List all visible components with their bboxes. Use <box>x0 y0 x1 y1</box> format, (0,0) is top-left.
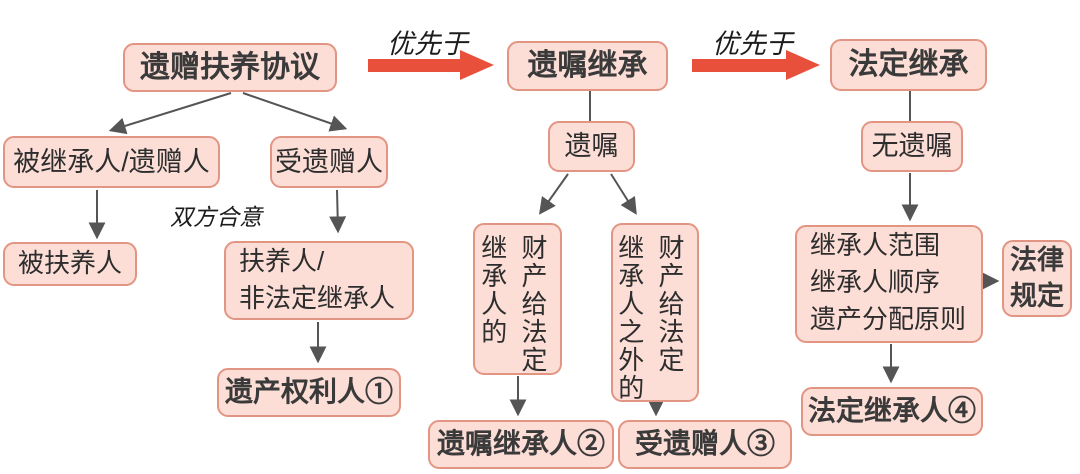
caretaker-line-1: 扶养人/ <box>239 246 325 276</box>
node-statutory-succession: 法定继承 <box>830 39 987 91</box>
node-legatee: 受遗赠人 <box>270 136 388 188</box>
arrow-agreement-to-decedent <box>108 92 232 135</box>
priority-label-1: 优先于 <box>387 29 468 59</box>
node-estate-rights-holder-1: 遗产权利人① <box>217 368 401 417</box>
vtext-column-2: 继承人的 <box>477 234 508 346</box>
rules-line-1: 继承人范围 <box>810 230 941 260</box>
node-testamentary-succession: 遗嘱继承 <box>507 41 668 91</box>
mutual-consent-label: 双方合意 <box>170 204 262 230</box>
arrow-will-to-non-legal-heirs-box <box>610 173 637 215</box>
vtext-column-1: 财产给法定 <box>518 234 548 374</box>
rules-line-3: 遗产分配原则 <box>810 303 967 334</box>
caretaker-line-2: 非法定继承人 <box>239 282 396 313</box>
priority-label-2: 优先于 <box>712 29 793 59</box>
node-dependent: 被扶养人 <box>3 242 137 286</box>
arrow-legatee-to-caretaker <box>329 189 347 234</box>
node-caretaker-non-statutory-heir: 扶养人/ 非法定继承人 <box>224 241 414 320</box>
node-will-heir-2: 遗嘱继承人② <box>428 420 614 469</box>
node-property-to-non-legal-heirs: 财产给法定 继承人之外的 <box>611 223 699 402</box>
node-property-to-legal-heirs: 财产给法定 继承人的 <box>473 223 562 375</box>
node-statutory-heir-4: 法定继承人④ <box>801 387 983 436</box>
rules-line-2: 继承人顺序 <box>810 266 941 297</box>
vtext-column-1: 财产给法定 <box>655 234 685 374</box>
legal-provision-line-2: 规定 <box>1010 280 1064 311</box>
arrow-agreement-to-legatee <box>242 92 348 132</box>
node-legal-provision: 法律 规定 <box>1002 240 1072 317</box>
node-decedent-legator: 被继承人/遗赠人 <box>3 136 220 188</box>
node-statutory-rules: 继承人范围 继承人顺序 遗产分配原则 <box>795 225 983 343</box>
arrow-will-to-legal-heirs-box <box>539 173 569 215</box>
node-legatee-3: 受遗赠人③ <box>618 420 792 469</box>
vtext-column-2: 继承人之外的 <box>614 234 645 402</box>
node-no-will: 无遗嘱 <box>861 121 963 172</box>
legal-provision-line-1: 法律 <box>1010 244 1064 275</box>
node-will: 遗嘱 <box>548 121 635 172</box>
node-bequest-support-agreement: 遗赠扶养协议 <box>123 43 337 92</box>
